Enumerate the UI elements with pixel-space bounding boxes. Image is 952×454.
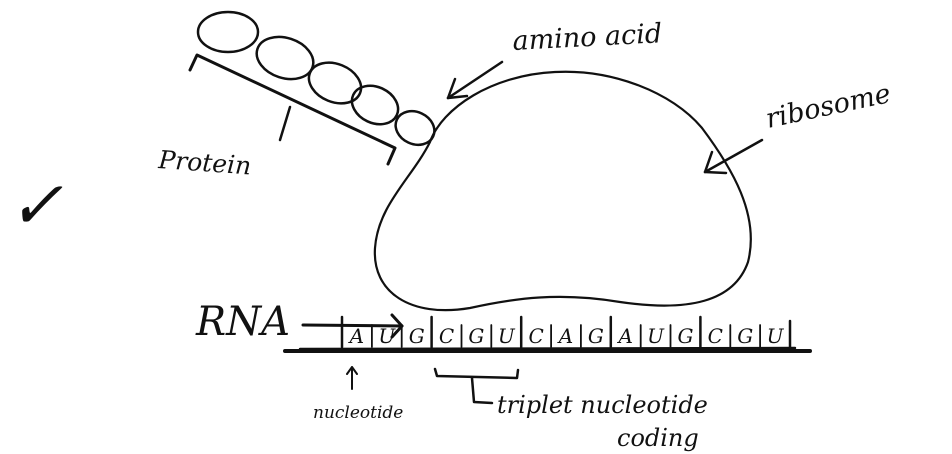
nucleotide-letter: C <box>439 324 454 348</box>
nucleotide-letter: C <box>708 324 723 348</box>
protein-label: Protein <box>157 145 253 180</box>
triplet-pointer <box>472 378 492 403</box>
nucleotide-letter: G <box>588 324 604 348</box>
amino-acid-chain <box>198 12 440 151</box>
nucleotide-letter: G <box>678 324 694 348</box>
nucleotide-letter: U <box>498 324 516 348</box>
nucleotide-letter: U <box>647 324 665 348</box>
ribosome-label: ribosome <box>763 78 893 135</box>
triplet-label-line2: coding <box>617 424 699 452</box>
nucleotide-label: nucleotide <box>313 403 403 423</box>
nucleotide-letter: C <box>528 324 543 348</box>
rna-label: RNA <box>195 299 290 345</box>
nucleotide-arrow <box>347 367 357 389</box>
nucleotide-letter: A <box>348 324 364 348</box>
amino-acid-arrow <box>448 62 502 98</box>
nucleotide-letter: G <box>468 324 484 348</box>
nucleotide-letter: G <box>737 324 753 348</box>
nucleotide-letter: U <box>378 324 396 348</box>
amino-acid-label: amino acid <box>512 18 663 57</box>
ribosome-shape <box>375 72 751 310</box>
triplet-label-line1: triplet nucleotide <box>497 391 708 419</box>
protein-pointer-line <box>280 107 290 140</box>
rna-strand-upper-line <box>300 348 795 349</box>
nucleotide-letter: G <box>409 324 425 348</box>
triplet-bracket <box>435 369 518 378</box>
check-mark: ✓ <box>8 167 63 244</box>
nucleotide-letter: A <box>616 324 632 348</box>
nucleotide-letter: A <box>557 324 573 348</box>
amino-acid-circle <box>198 12 258 52</box>
nucleotide-letter: U <box>767 324 785 348</box>
protein-bracket <box>190 55 395 164</box>
